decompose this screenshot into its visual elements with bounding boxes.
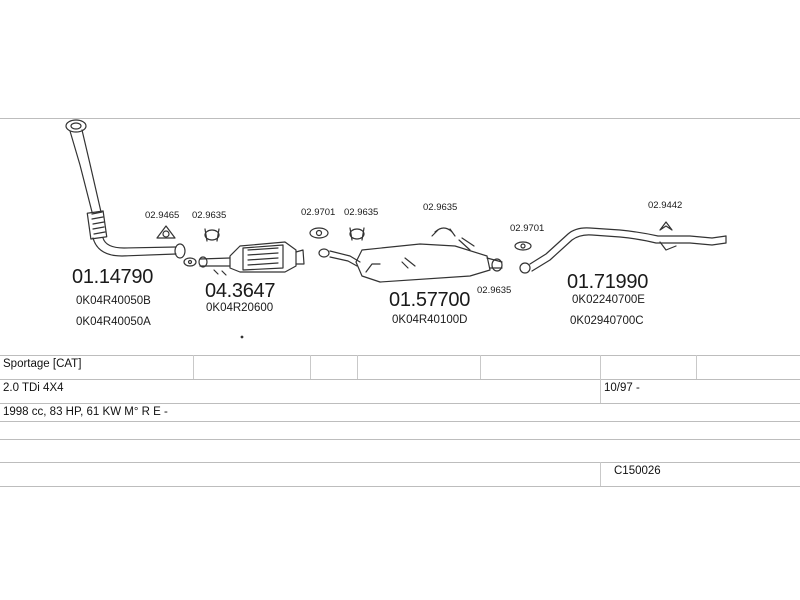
oem-number: 0K04R40050B xyxy=(76,295,151,307)
part-number-downpipe[interactable]: 01.14790 xyxy=(72,266,154,288)
part-number-rear-pipe[interactable]: 01.71990 xyxy=(567,271,649,293)
engine-specs: 1998 cc, 83 HP, 61 KW M° R E - xyxy=(3,406,168,418)
clamp-icon[interactable] xyxy=(204,228,220,242)
oem-number: 0K02940700C xyxy=(570,315,644,327)
gasket-icon[interactable] xyxy=(514,241,532,251)
gasket-icon[interactable] xyxy=(309,227,329,239)
vehicle-model: Sportage [CAT] xyxy=(3,358,82,370)
oem-number: 0K04R20600 xyxy=(206,302,274,314)
part-number-middle-silencer[interactable]: 01.57700 xyxy=(389,289,471,311)
engine-type: 2.0 TDi 4X4 xyxy=(3,382,64,394)
part-number-catalyst[interactable]: 04.3647 xyxy=(205,280,276,302)
oem-number: 0K02240700E xyxy=(572,294,645,306)
hanger-icon[interactable] xyxy=(458,237,475,251)
oem-number: 0K04R40050A xyxy=(76,316,151,328)
hanger-icon[interactable] xyxy=(659,221,673,231)
downpipe-part-drawing[interactable] xyxy=(65,119,186,259)
fitting-label: 02.9701 xyxy=(301,207,336,218)
clamp-icon[interactable] xyxy=(431,227,456,237)
fitting-label: 02.9465 xyxy=(145,210,180,221)
fitting-label: 02.9635 xyxy=(423,202,458,213)
clamp-icon[interactable] xyxy=(349,227,365,241)
catalytic-converter-drawing[interactable] xyxy=(198,241,305,276)
flange-icon[interactable] xyxy=(183,257,197,267)
middle-silencer-drawing[interactable] xyxy=(318,243,503,283)
system-code: C150026 xyxy=(614,465,661,477)
gasket-icon[interactable] xyxy=(156,225,176,239)
fitting-label: 02.9701 xyxy=(510,223,545,234)
diagram-top-border xyxy=(0,118,800,119)
fitting-label: 02.9635 xyxy=(192,210,227,221)
fitting-label: 02.9635 xyxy=(344,207,379,218)
fitting-label: 02.9635 xyxy=(477,285,512,296)
oem-number: 0K04R40100D xyxy=(392,314,468,326)
rear-pipe-drawing[interactable] xyxy=(519,227,727,274)
fitting-label: 02.9442 xyxy=(648,200,683,211)
exhaust-drawing xyxy=(65,119,727,339)
production-date: 10/97 - xyxy=(604,382,640,394)
